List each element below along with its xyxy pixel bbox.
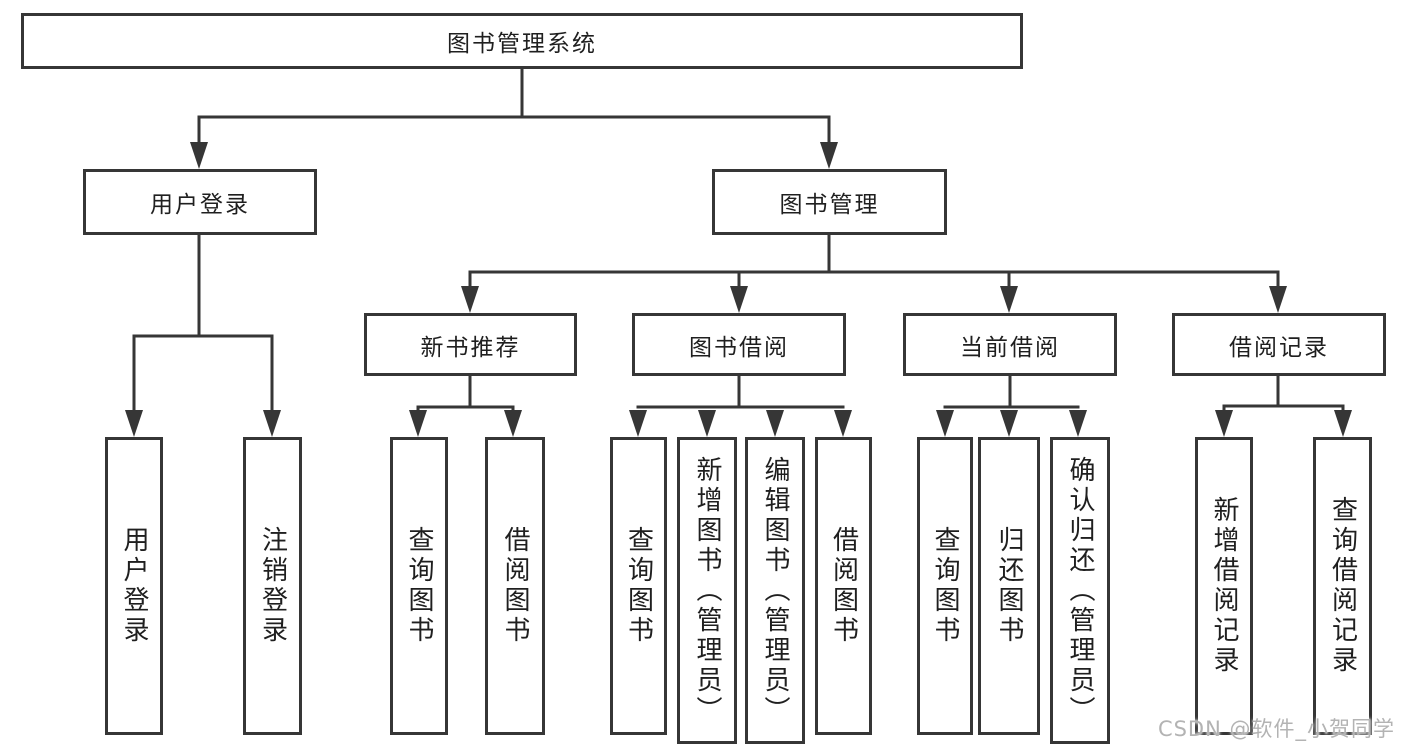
connectors-root-to-level2 [190, 67, 838, 169]
node-records-add-record-label: 新增借阅记录 [1209, 496, 1239, 676]
node-recommend-query-books: 查询图书 [390, 437, 448, 735]
node-current-confirm-return-admin: 确认归还（管理员） [1050, 437, 1110, 744]
node-logout-action-label: 注销登录 [257, 526, 288, 646]
node-borrowing-edit-books-admin: 编辑图书（管理员） [745, 437, 805, 744]
node-book-management-label: 图书管理 [779, 192, 880, 218]
node-borrowing-add-books-admin-label: 新增图书（管理员） [692, 455, 722, 726]
node-current-borrowing-label: 当前借阅 [960, 334, 1060, 361]
node-borrowing-add-books-admin: 新增图书（管理员） [677, 437, 737, 744]
node-current-return-books-label: 归还图书 [994, 526, 1024, 646]
connectors-book-mgmt-to-level3 [461, 233, 1287, 313]
node-book-borrowing-label: 图书借阅 [689, 334, 789, 361]
node-recommend-query-books-label: 查询图书 [404, 526, 434, 646]
node-recommend-borrow-books-label: 借阅图书 [500, 526, 530, 646]
node-library-system-label: 图书管理系统 [447, 31, 597, 57]
csdn-watermark: CSDN @软件_小贺同学 [1157, 717, 1395, 741]
node-user-login: 用户登录 [83, 169, 317, 235]
node-records-add-record: 新增借阅记录 [1195, 437, 1253, 735]
node-user-login-action: 用户登录 [105, 437, 163, 735]
node-current-query-books-label: 查询图书 [930, 526, 960, 646]
node-records-query-record: 查询借阅记录 [1313, 437, 1372, 735]
node-borrowing-query-books: 查询图书 [610, 437, 667, 735]
node-borrowing-query-books-label: 查询图书 [623, 526, 654, 646]
node-logout-action: 注销登录 [243, 437, 302, 735]
node-book-borrowing: 图书借阅 [632, 313, 846, 376]
node-current-return-books: 归还图书 [978, 437, 1040, 735]
connectors-new-book-branch [409, 374, 522, 437]
node-current-query-books: 查询图书 [917, 437, 973, 735]
node-borrowing-borrow-books: 借阅图书 [815, 437, 872, 735]
node-recommend-borrow-books: 借阅图书 [485, 437, 545, 735]
node-borrowing-records-label: 借阅记录 [1229, 334, 1329, 361]
node-borrowing-borrow-books-label: 借阅图书 [828, 526, 859, 646]
node-records-query-record-label: 查询借阅记录 [1327, 496, 1358, 676]
node-borrowing-records: 借阅记录 [1172, 313, 1386, 376]
node-book-management: 图书管理 [712, 169, 947, 235]
node-user-login-action-label: 用户登录 [119, 526, 149, 646]
node-library-system: 图书管理系统 [21, 13, 1023, 69]
node-user-login-label: 用户登录 [150, 192, 250, 218]
node-current-borrowing: 当前借阅 [903, 313, 1117, 376]
node-new-book-recommend-label: 新书推荐 [420, 334, 521, 361]
connectors-user-login-branch [125, 233, 281, 437]
connectors-borrowing-records-branch [1215, 374, 1352, 437]
connectors-book-borrowing-branch [629, 374, 852, 437]
node-current-confirm-return-admin-label: 确认归还（管理员） [1065, 455, 1095, 726]
node-new-book-recommend: 新书推荐 [364, 313, 577, 376]
connectors-current-borrowing-branch [936, 374, 1087, 437]
node-borrowing-edit-books-admin-label: 编辑图书（管理员） [760, 455, 790, 726]
